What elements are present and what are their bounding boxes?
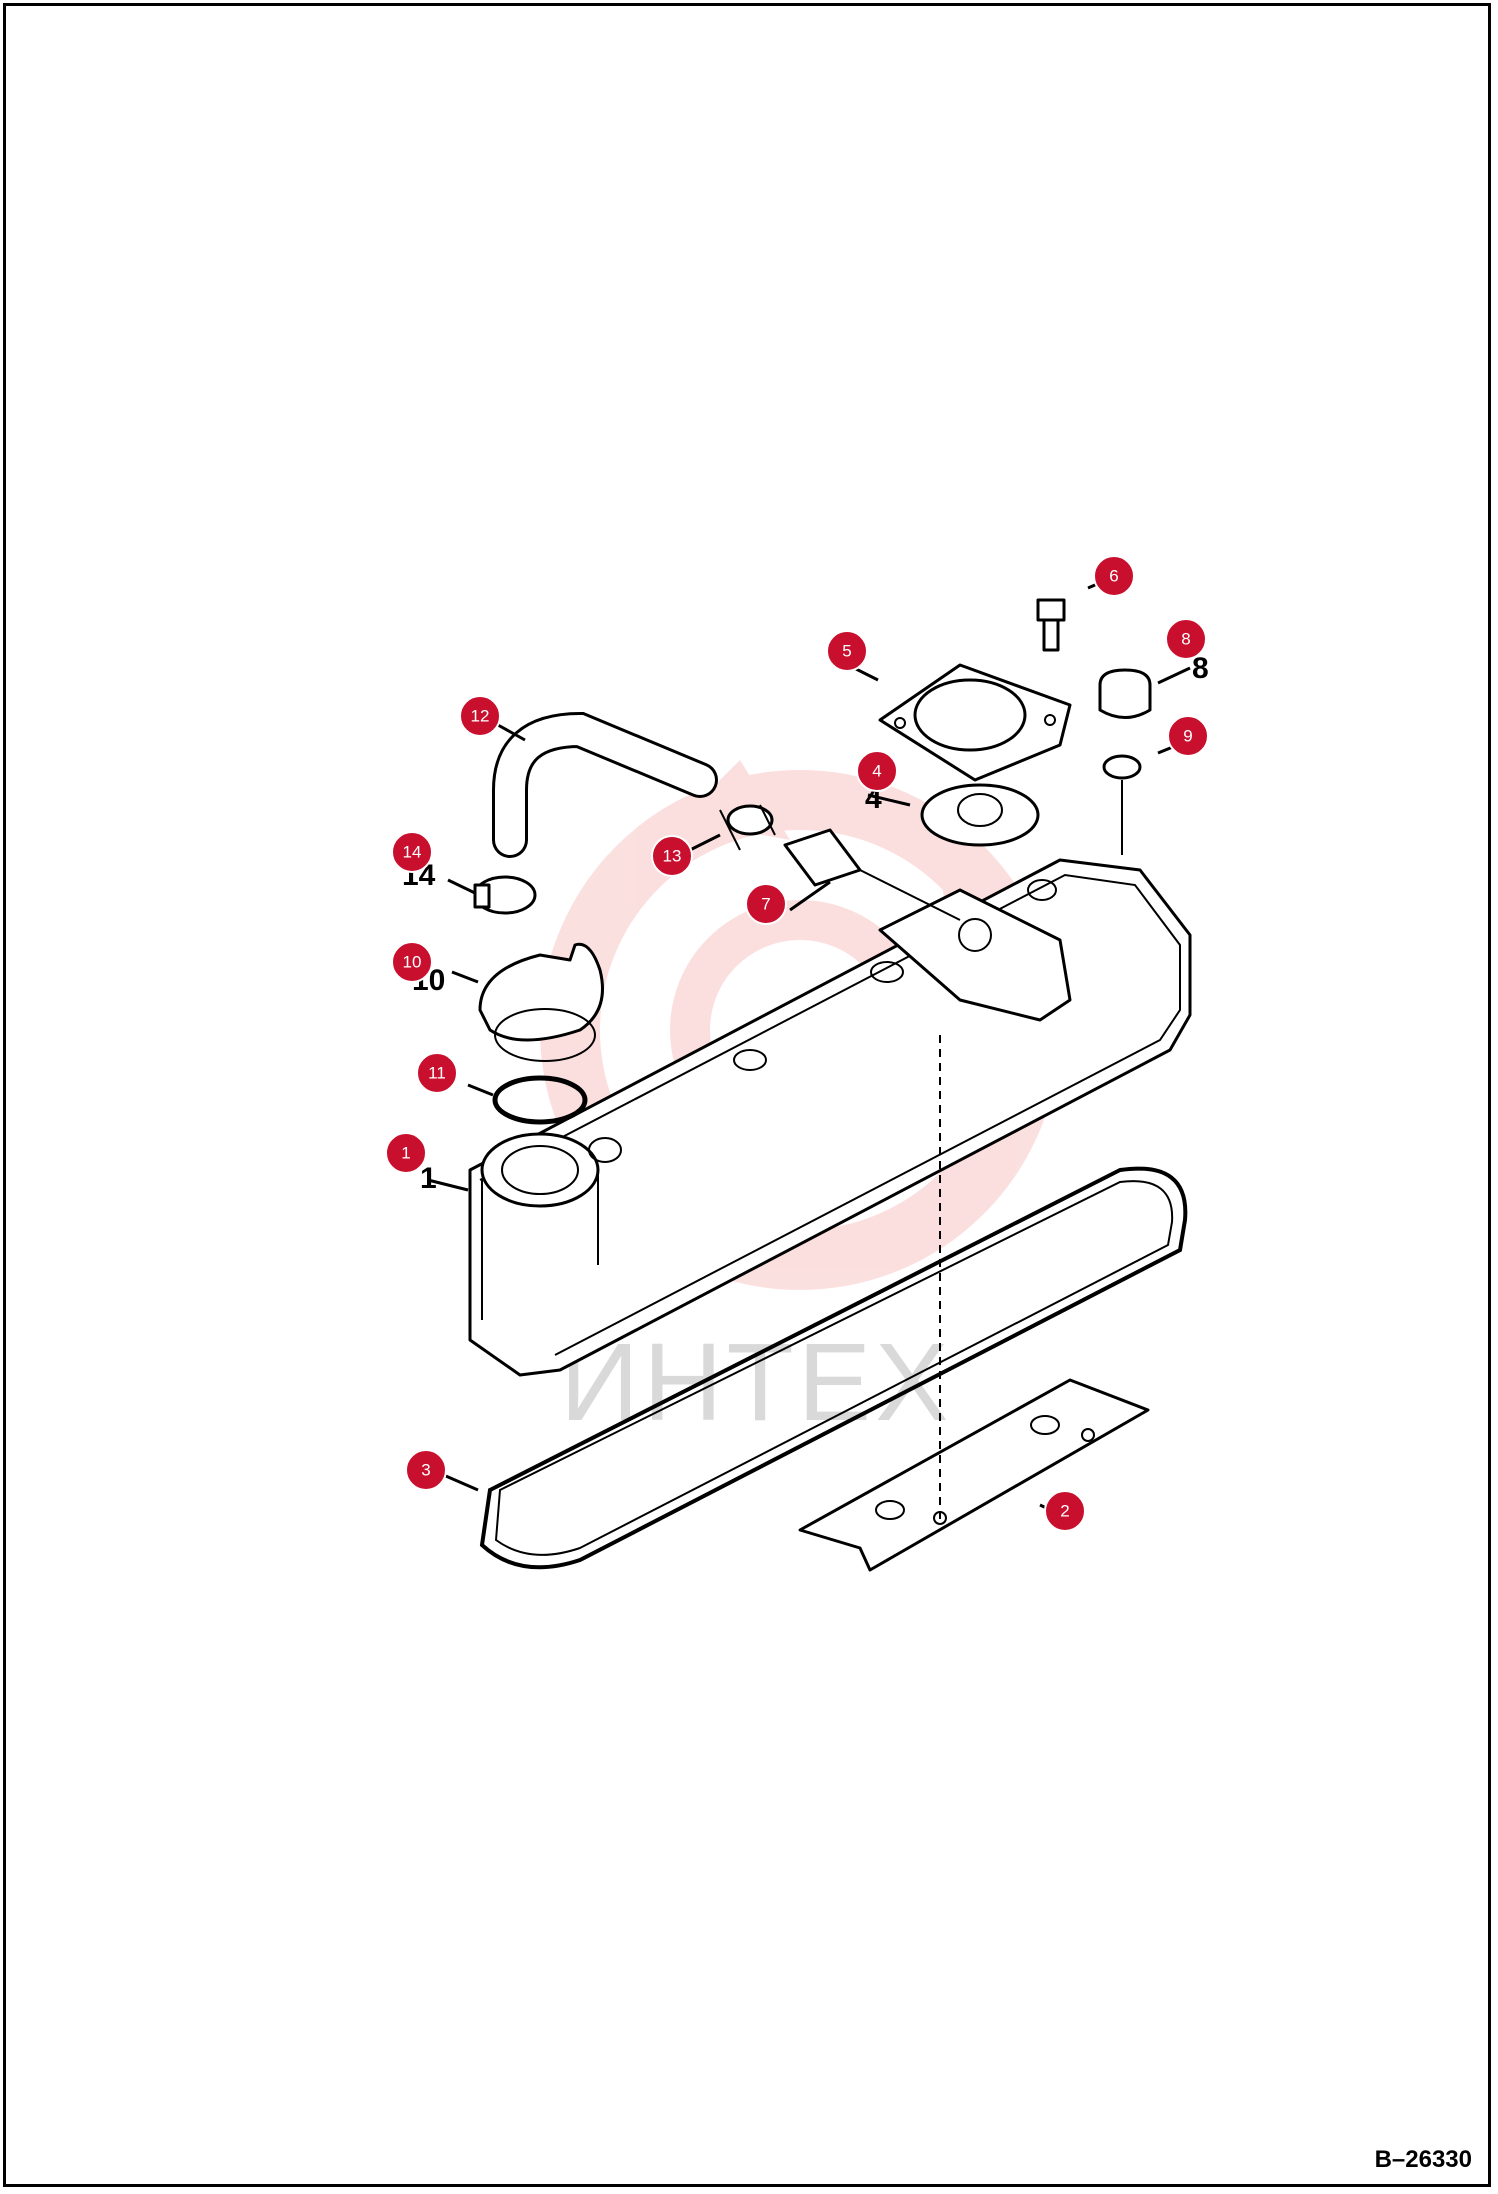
oil-filler-cap [478,942,604,1062]
deflector-plate [798,1378,1150,1572]
callout-marker-9[interactable]: 9 [1167,715,1209,757]
callout-marker-7[interactable]: 7 [745,883,787,925]
breather-tube [783,828,961,921]
svg-text:5: 5 [842,642,851,661]
svg-text:1: 1 [401,1144,410,1163]
svg-text:10: 10 [403,953,422,972]
printed-label-8: 8 [1192,652,1209,685]
callout-marker-8[interactable]: 8 [1165,618,1207,660]
svg-text:9: 9 [1183,727,1192,746]
callout-marker-11[interactable]: 11 [416,1052,458,1094]
valve-cover [468,858,1192,1377]
svg-text:8: 8 [1181,630,1190,649]
bolt [1036,598,1066,652]
svg-text:6: 6 [1109,567,1118,586]
o-ring [492,1075,588,1125]
callout-marker-3[interactable]: 3 [405,1449,447,1491]
svg-text:12: 12 [471,707,490,726]
callout-marker-6[interactable]: 6 [1093,555,1135,597]
callout-marker-10[interactable]: 10 [391,941,433,983]
callout-marker-2[interactable]: 2 [1044,1490,1086,1532]
printed-label-1: 1 [420,1162,437,1195]
callout-marker-13[interactable]: 13 [651,835,693,877]
svg-text:2: 2 [1060,1502,1069,1521]
svg-text:4: 4 [872,762,881,781]
drawing-frame [3,3,1491,2187]
callout-marker-14[interactable]: 14 [391,831,433,873]
callout-marker-5[interactable]: 5 [826,630,868,672]
svg-text:7: 7 [761,895,770,914]
svg-text:13: 13 [663,847,682,866]
cap-nut [1098,668,1152,719]
breather-cover [878,663,1072,782]
callout-marker-12[interactable]: 12 [459,695,501,737]
hose-clamp-upper [719,804,776,851]
callout-marker-4[interactable]: 4 [856,750,898,792]
hose-clamp-lower [473,875,537,915]
valve-cover-gasket [479,1166,1188,1570]
svg-text:3: 3 [421,1461,430,1480]
callout-marker-1[interactable]: 1 [385,1132,427,1174]
svg-text:14: 14 [403,843,422,862]
washer [1102,754,1142,780]
svg-text:11: 11 [428,1064,446,1083]
breather-diaphragm [920,783,1040,847]
drawing-reference-number: B–26330 [1374,2146,1472,2173]
